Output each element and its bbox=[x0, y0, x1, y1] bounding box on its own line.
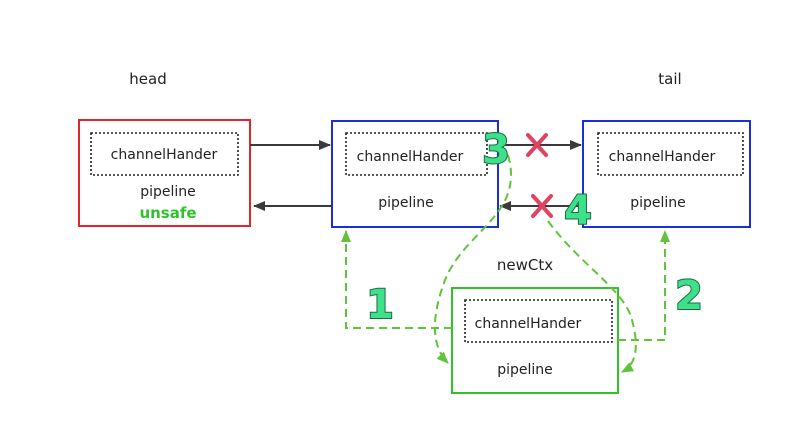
new-ctx-pipeline-label: pipeline bbox=[497, 362, 553, 378]
head-pipeline-label: pipeline bbox=[140, 184, 196, 200]
step-2-label: 2 bbox=[675, 273, 703, 319]
tail-pipeline-label: pipeline bbox=[630, 195, 686, 211]
head-handler-box bbox=[90, 132, 239, 176]
unsafe-label: unsafe bbox=[139, 204, 196, 222]
cross-icon bbox=[526, 133, 548, 157]
new-ctx-label: newCtx bbox=[497, 256, 553, 274]
new-ctx-handler-label: channelHander bbox=[475, 316, 582, 332]
tail-handler-box bbox=[597, 132, 744, 176]
head-node: channelHander pipeline unsafe bbox=[78, 119, 251, 227]
middle-handler-label: channelHander bbox=[357, 149, 464, 165]
new-ctx-node: channelHander pipeline bbox=[451, 287, 619, 394]
step-1-label: 1 bbox=[366, 282, 394, 328]
step3-arrow bbox=[433, 154, 512, 364]
step-4-label: 4 bbox=[564, 188, 592, 234]
head-label: head bbox=[129, 70, 166, 88]
cross-icon bbox=[531, 194, 553, 218]
tail-label: tail bbox=[658, 70, 681, 88]
tail-node: channelHander pipeline bbox=[582, 120, 751, 228]
middle-handler-box bbox=[345, 132, 488, 176]
step4-arrow bbox=[547, 220, 637, 373]
middle-node: channelHander pipeline bbox=[331, 120, 499, 228]
step2-arrow bbox=[618, 230, 670, 341]
step-3-label: 3 bbox=[482, 127, 510, 173]
step1-arrow bbox=[341, 230, 452, 329]
middle-pipeline-label: pipeline bbox=[378, 195, 434, 211]
tail-handler-label: channelHander bbox=[609, 149, 716, 165]
head-handler-label: channelHander bbox=[111, 147, 218, 163]
new-ctx-handler-box bbox=[464, 299, 613, 343]
